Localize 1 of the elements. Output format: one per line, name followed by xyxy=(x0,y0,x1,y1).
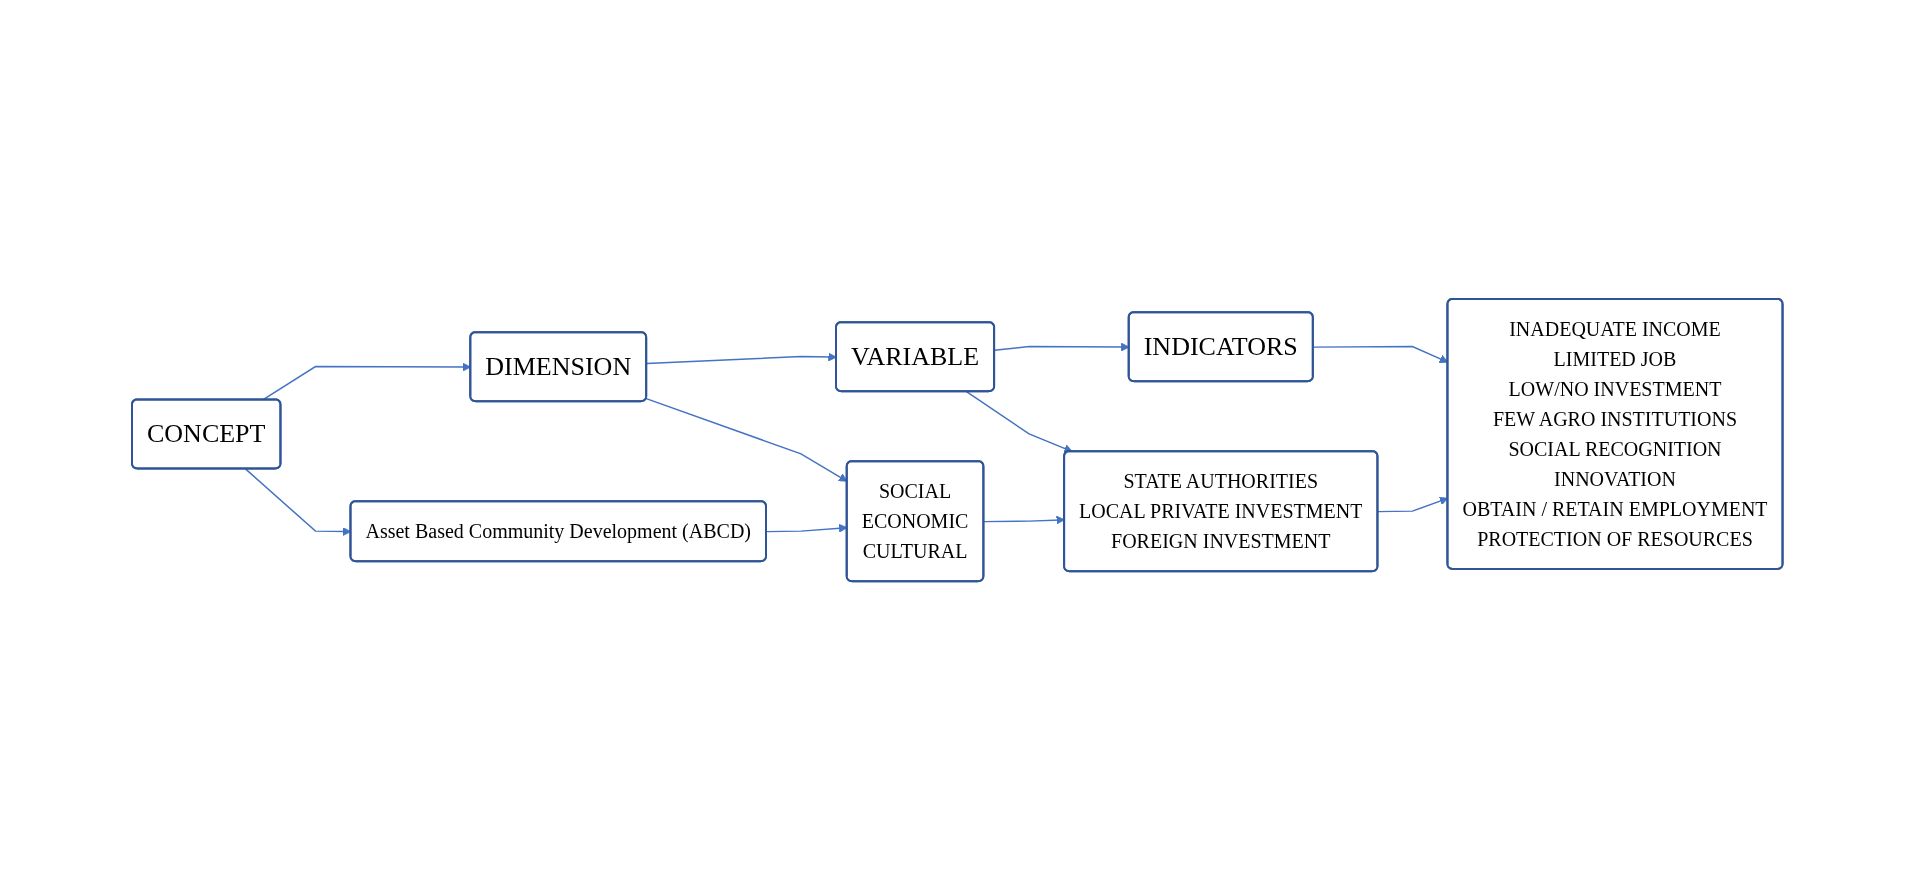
arrow xyxy=(965,390,1073,453)
